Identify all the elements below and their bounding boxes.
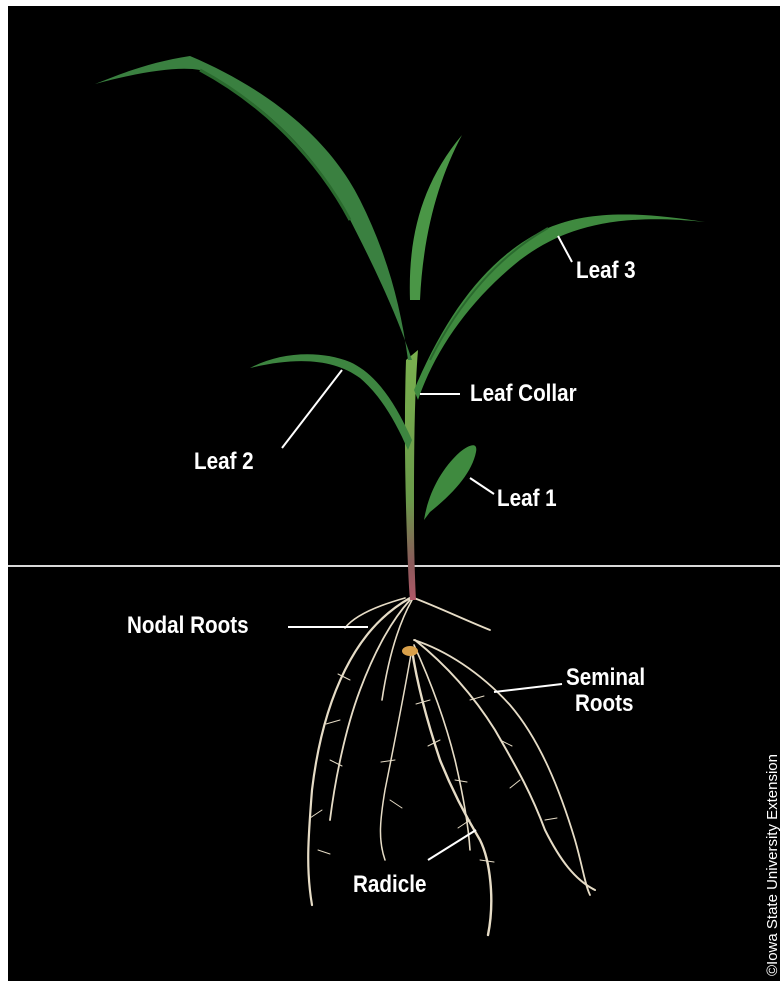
leaf-5-midrib [200, 70, 350, 220]
label-leaf-2: Leaf 2 [194, 449, 254, 475]
label-seminal-roots-line1: Seminal [566, 665, 645, 691]
seminal-root [414, 640, 590, 895]
leader-seminal-roots [494, 684, 562, 692]
illustration-frame: Leaf 3 Leaf Collar Leaf 2 Leaf 1 Nodal R… [8, 6, 780, 981]
label-leaf-1: Leaf 1 [497, 486, 557, 512]
leaf-1 [424, 445, 476, 520]
label-seminal-roots-line2: Roots [575, 691, 633, 717]
root-hairs [310, 674, 557, 862]
nodal-root [414, 598, 490, 630]
leaf-4 [410, 135, 462, 300]
nodal-root [345, 598, 405, 628]
kernel-remnant [402, 646, 418, 656]
copyright-credit: ©Iowa State University Extension [764, 754, 780, 976]
leader-radicle [428, 830, 476, 860]
leader-leaf-1 [470, 478, 494, 494]
seminal-root [414, 645, 470, 850]
leaf-2 [250, 354, 412, 450]
corn-seedling-diagram [8, 6, 780, 981]
label-radicle: Radicle [353, 872, 426, 898]
leaf-3 [414, 214, 705, 400]
root-system [308, 598, 595, 935]
leader-lines [282, 236, 572, 860]
label-nodal-roots: Nodal Roots [127, 613, 249, 639]
label-leaf-3: Leaf 3 [576, 258, 636, 284]
leader-leaf-2 [282, 370, 342, 448]
leaf-5 [95, 56, 412, 360]
leader-leaf-3 [558, 236, 572, 262]
label-leaf-collar: Leaf Collar [470, 381, 577, 407]
